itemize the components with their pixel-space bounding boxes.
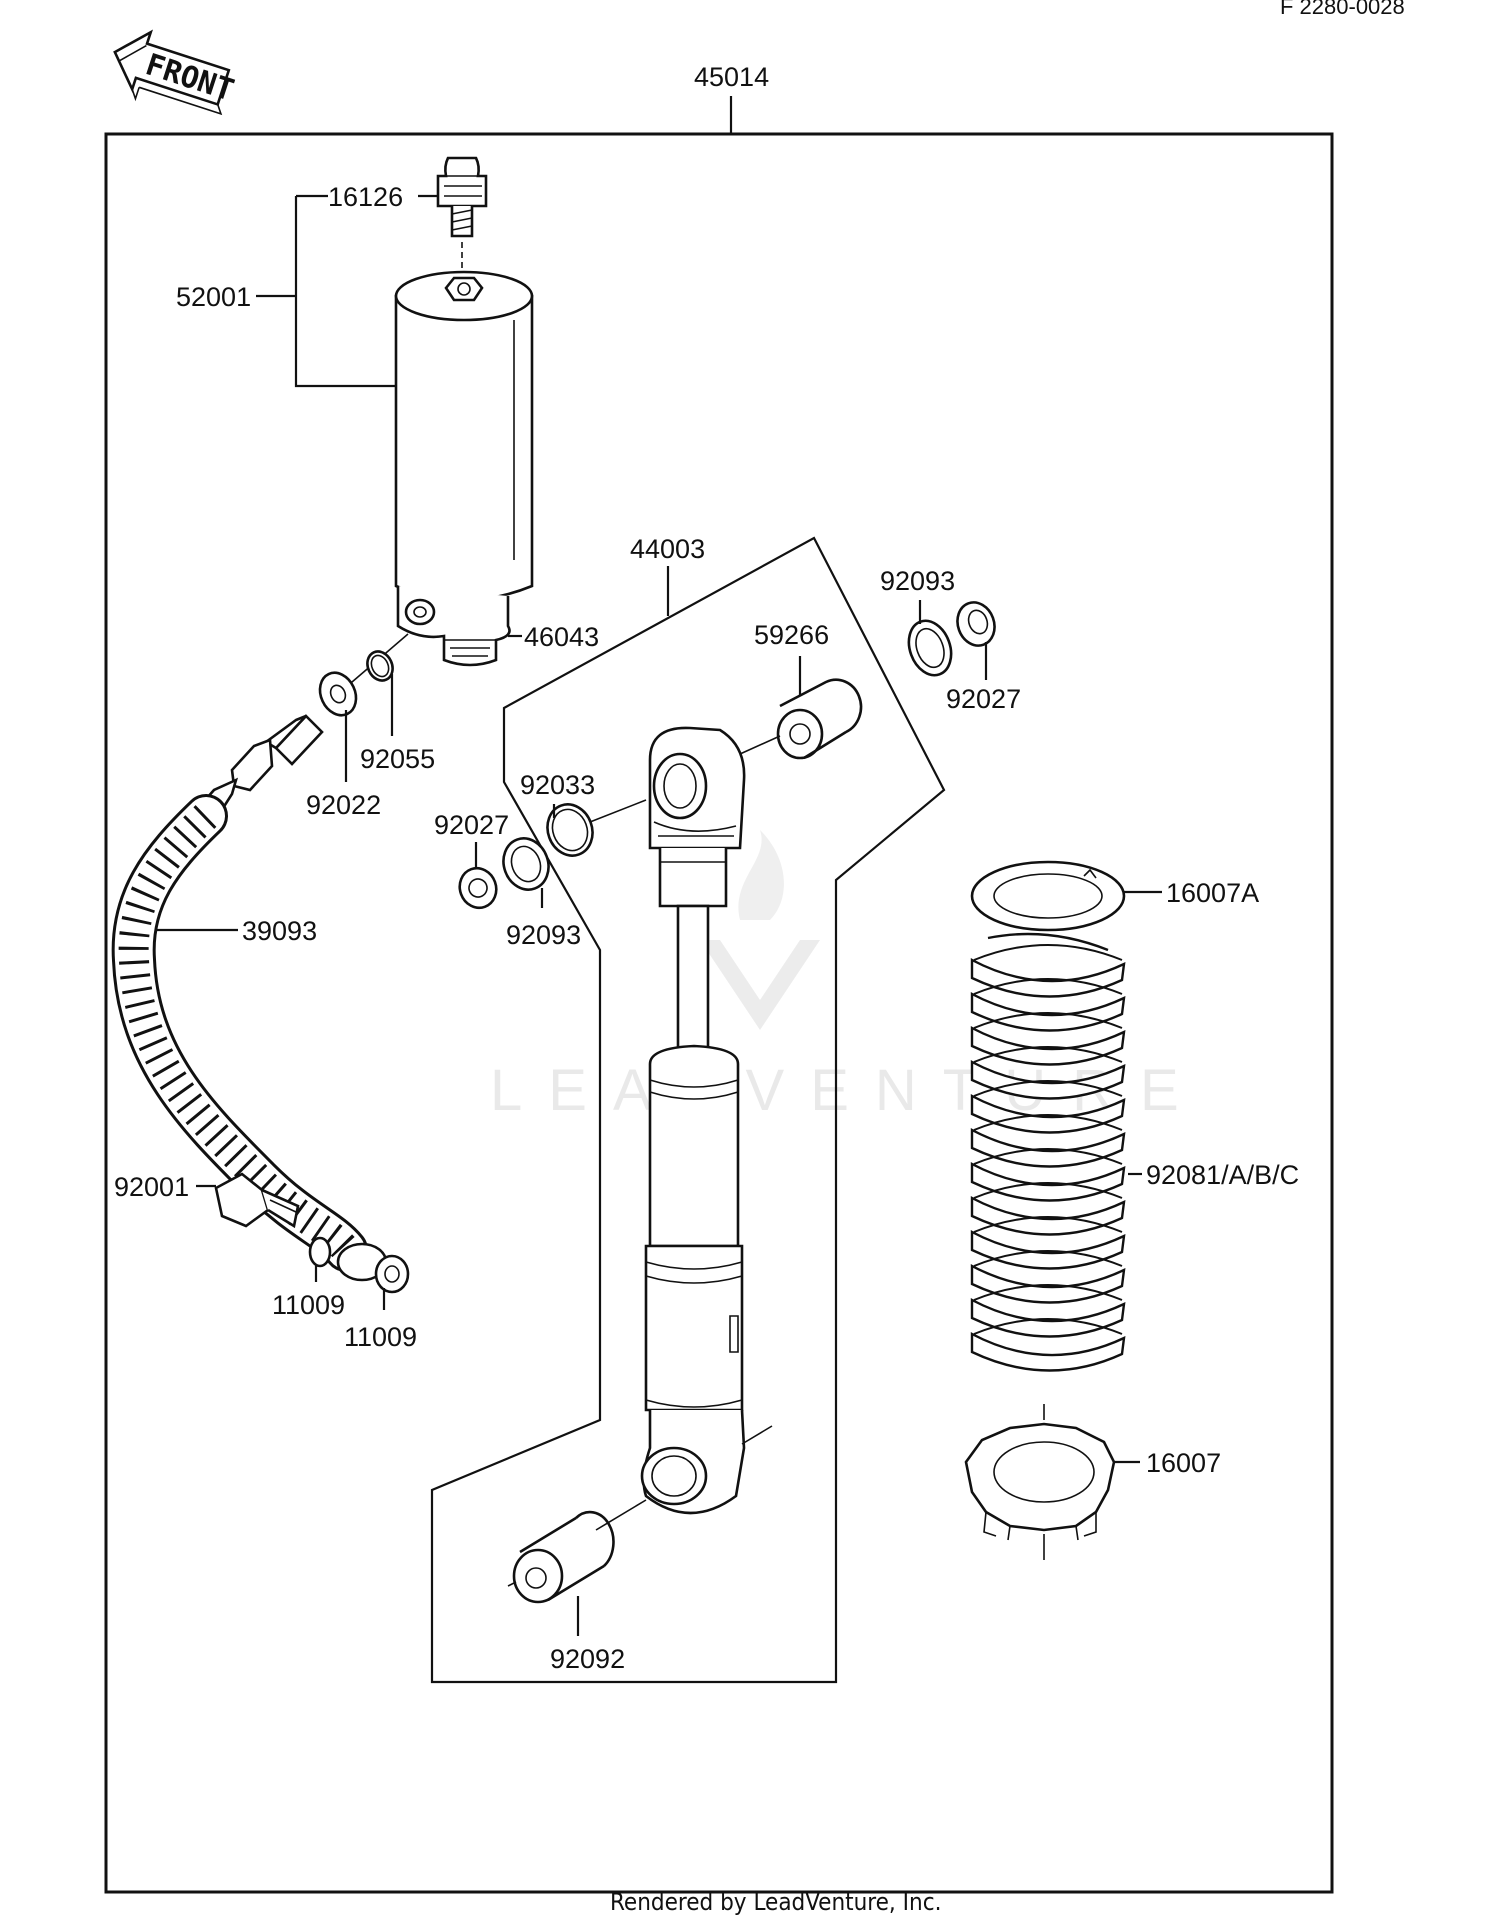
front-arrow-icon: FRONT [113,29,238,116]
callout-16007: 16007 [1146,1448,1221,1478]
callout-52001: 52001 [176,282,251,312]
cap-92027-left [458,866,498,910]
callout-92092: 92092 [550,1644,625,1674]
assembly-frame-45014 [104,132,1334,1894]
callout-92001: 92001 [114,1172,189,1202]
reservoir-hose-39093 [111,714,368,1272]
coil-spring-92081 [970,932,1126,1372]
callout-92093-left: 92093 [506,920,581,950]
bushing-92092 [512,1510,615,1604]
spring-seat-16007A [970,860,1126,932]
callout-11009-inner: 11009 [272,1290,345,1320]
callout-59266: 59266 [754,620,829,650]
callout-45014: 45014 [694,62,769,92]
leadventure-watermark: LEADVENTURE [490,830,1179,1123]
collar-92093-right [907,619,953,677]
callout-92022: 92022 [306,790,381,820]
banjo-bolt-92001 [214,1172,300,1229]
callout-46043: 46043 [524,622,599,652]
callout-92055: 92055 [360,744,435,774]
washer-11009-inner [308,1236,332,1268]
callout-92027-right: 92027 [946,684,1021,714]
callout-11009-outer: 11009 [344,1322,417,1352]
callout-44003: 44003 [630,534,705,564]
callout-92033: 92033 [520,770,595,800]
gas-reservoir-52001 [394,270,534,667]
callout-16007A: 16007A [1166,878,1259,908]
cap-92027-right [956,601,996,647]
subassembly-frame-44003 [430,536,946,1684]
collar-92093-left [502,837,550,891]
bushing-59266 [776,678,863,760]
footer-credit: Rendered by LeadVenture, Inc. [610,1888,941,1916]
callout-16126: 16126 [328,182,403,212]
washer-11009-outer [374,1254,410,1294]
o-ring-92033 [546,803,594,857]
callout-39093: 39093 [242,916,317,946]
callout-92093-right: 92093 [880,566,955,596]
o-ring-92055 [366,650,394,682]
callout-92027-left: 92027 [434,810,509,840]
diagram-code: F 2280-0028 [1280,0,1405,19]
callout-92081: 92081/A/B/C [1146,1160,1299,1190]
valve-cap-16126 [436,156,488,238]
washer-92022 [318,671,358,717]
shock-absorber-body [640,726,773,1515]
adjuster-nut-16007 [964,1422,1116,1541]
